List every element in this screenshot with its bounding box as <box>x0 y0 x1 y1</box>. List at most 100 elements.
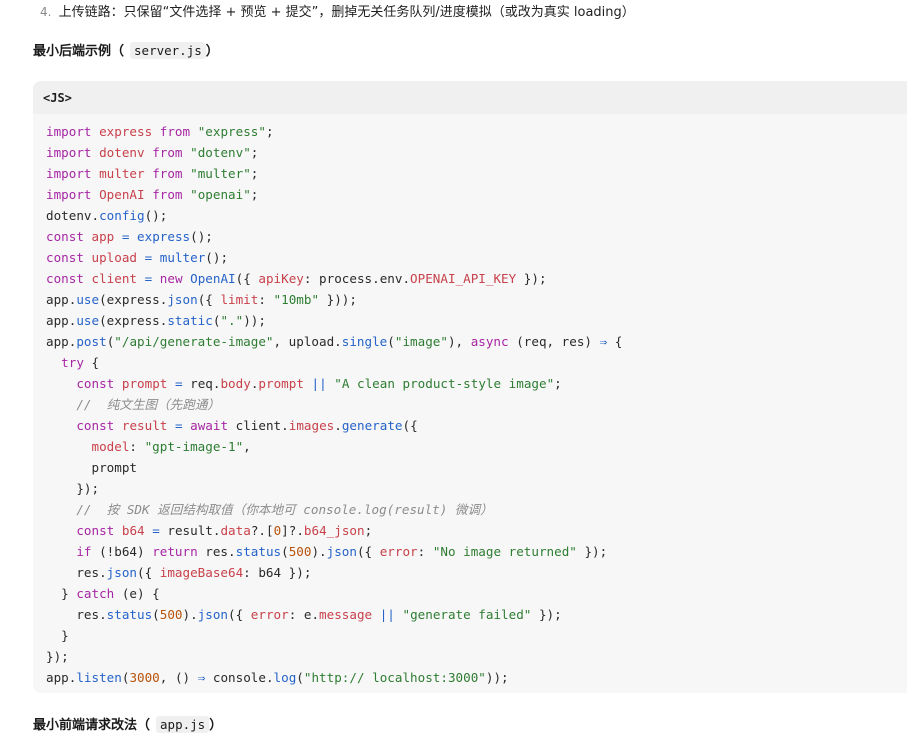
code-token <box>152 250 160 265</box>
code-token <box>84 271 92 286</box>
code-token: json <box>106 565 138 580</box>
code-token: model <box>91 439 130 454</box>
code-token: multer <box>159 250 206 265</box>
code-token: OpenAI <box>190 271 236 286</box>
code-token <box>372 607 380 622</box>
code-token: from <box>152 166 183 181</box>
code-token: : <box>129 439 145 454</box>
code-token <box>183 145 191 160</box>
code-token: message <box>319 607 373 622</box>
code-token: "10mb" <box>273 292 320 307</box>
code-token: static <box>167 313 213 328</box>
code-token: from <box>152 187 183 202</box>
code-token: ⇒ <box>197 670 206 685</box>
backend-section-title-text: 最小后端示例 <box>33 44 112 59</box>
code-token: (); <box>205 250 229 265</box>
code-token <box>167 418 175 433</box>
code-line: import OpenAI from "openai"; <box>46 184 907 205</box>
code-token: const <box>46 250 84 265</box>
code-token: { <box>83 355 100 370</box>
code-token: const <box>76 523 115 538</box>
code-token: : e. <box>288 607 320 622</box>
code-token: listen <box>76 670 122 685</box>
code-line: } <box>46 625 907 646</box>
code-token: if <box>76 544 92 559</box>
code-token: ( <box>106 334 115 349</box>
frontend-filename: app.js <box>156 716 210 733</box>
code-line: app.use(express.json({ limit: "10mb" }))… <box>46 289 907 310</box>
code-token <box>114 523 122 538</box>
code-token <box>46 439 92 454</box>
code-token: generate <box>341 418 403 433</box>
code-token: ]?. <box>281 523 304 538</box>
code-token: error <box>379 544 418 559</box>
code-token <box>92 187 100 202</box>
code-token: prompt <box>121 376 168 391</box>
code-line: // 纯文生图（先跑通） <box>46 394 907 415</box>
code-token: client <box>91 271 138 286</box>
code-token: config <box>99 208 145 223</box>
code-token: = <box>144 250 153 265</box>
code-token: dotenv. <box>46 208 100 223</box>
code-token: const <box>46 229 84 244</box>
code-token <box>92 166 100 181</box>
code-token <box>46 502 76 517</box>
code-token: }); <box>516 271 547 286</box>
code-line: app.use(express.static(".")); <box>46 310 907 331</box>
code-token: 500 <box>159 607 183 622</box>
code-token: ; <box>554 376 562 391</box>
code-token: ( <box>281 544 289 559</box>
code-token: 500 <box>288 544 312 559</box>
code-token: status <box>235 544 282 559</box>
code-token: console. <box>205 670 274 685</box>
code-token: ({ <box>137 565 160 580</box>
code-token: ). <box>311 544 327 559</box>
code-line: const b64 = result.data?.[0]?.b64_json; <box>46 520 907 541</box>
code-content[interactable]: import express from "express";import dot… <box>33 114 907 688</box>
code-token: : <box>417 544 433 559</box>
code-token: import <box>46 124 92 139</box>
code-line: const app = express(); <box>46 226 907 247</box>
code-token: (express. <box>99 313 168 328</box>
code-token: prompt <box>46 460 137 475</box>
code-line: const prompt = req.body.prompt || "A cle… <box>46 373 907 394</box>
code-line: res.status(500).json({ error: e.message … <box>46 604 907 625</box>
code-line: // 按 SDK 返回结构取值（你本地可 console.log(result)… <box>46 499 907 520</box>
code-line: }); <box>46 478 907 499</box>
code-token: = <box>174 376 183 391</box>
frontend-section-title: 最小前端请求改法（app.js） <box>33 716 222 735</box>
backend-close-paren: ） <box>205 44 219 59</box>
code-token: from <box>152 145 183 160</box>
code-token: app. <box>46 292 77 307</box>
code-token: req. <box>182 376 221 391</box>
code-token: , () <box>159 670 198 685</box>
code-line: if (!b64) return res.status(500).json({ … <box>46 541 907 562</box>
code-token: }); <box>46 481 100 496</box>
code-token: }); <box>576 544 608 559</box>
code-token <box>46 355 61 370</box>
code-token: "dotenv" <box>190 145 251 160</box>
code-line: app.listen(3000, () ⇒ console.log("http:… <box>46 667 907 688</box>
code-token <box>114 418 122 433</box>
code-token: ({ <box>356 544 380 559</box>
code-token: ({ <box>228 607 251 622</box>
code-token: || <box>311 376 327 391</box>
code-token: (!b64) <box>91 544 153 559</box>
code-token: ), <box>447 334 471 349</box>
code-token: log <box>273 670 297 685</box>
code-token: )); <box>243 313 266 328</box>
code-token: app <box>91 229 115 244</box>
code-token: json <box>167 292 198 307</box>
code-token: express <box>137 229 191 244</box>
code-token <box>183 166 191 181</box>
code-token: post <box>76 334 107 349</box>
code-token: . <box>250 376 259 391</box>
code-token: result <box>121 418 168 433</box>
frontend-section-title-text: 最小前端请求改法 <box>33 718 138 733</box>
code-token: await <box>190 418 229 433</box>
code-line: res.json({ imageBase64: b64 }); <box>46 562 907 583</box>
backend-section-title: 最小后端示例（server.js） <box>33 42 219 61</box>
code-token: "generate failed" <box>402 607 532 622</box>
code-token <box>183 418 191 433</box>
code-token: (); <box>190 229 213 244</box>
